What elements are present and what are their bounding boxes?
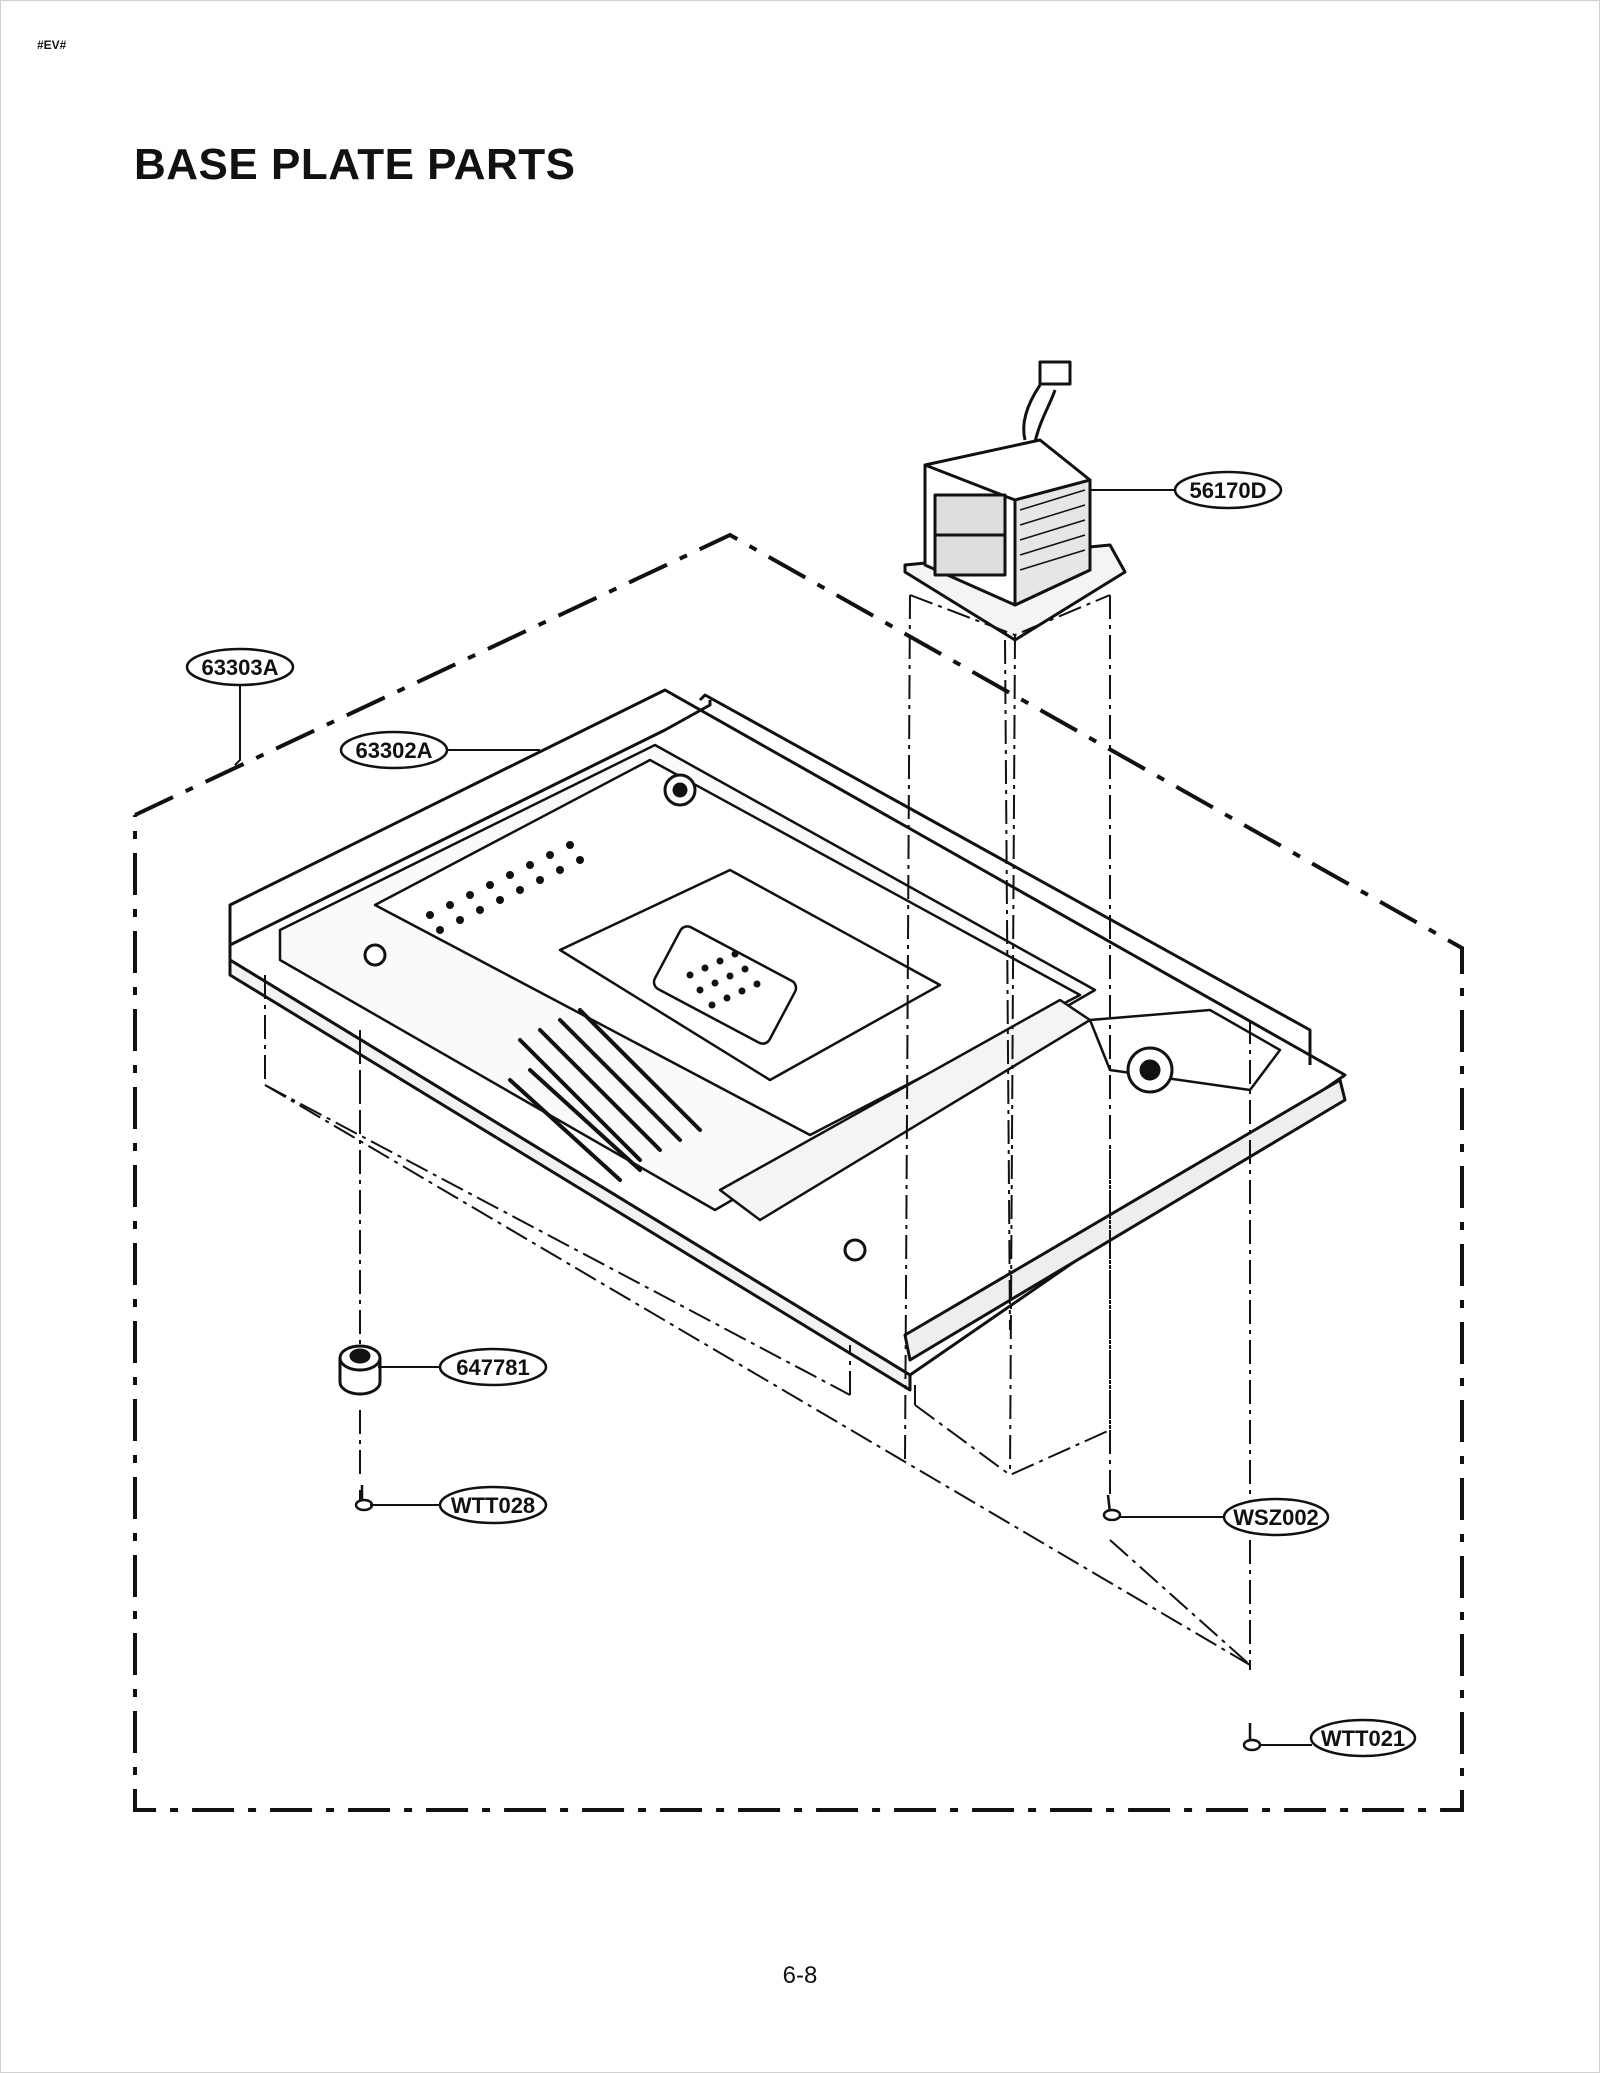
page-title: BASE PLATE PARTS bbox=[134, 140, 576, 189]
callout-63303a: 63303A bbox=[185, 647, 295, 687]
assembly-boundary bbox=[133, 532, 1464, 1812]
vent-holes bbox=[426, 841, 761, 1009]
screw-wsz002-drawing bbox=[1102, 1494, 1122, 1522]
callout-label: 56170D bbox=[1189, 478, 1266, 503]
callout-label: WTT021 bbox=[1321, 1726, 1405, 1751]
screw-wtt028-drawing bbox=[354, 1485, 374, 1512]
callout-56170d: 56170D bbox=[1173, 470, 1283, 510]
callout-wtt021: WTT021 bbox=[1309, 1718, 1417, 1758]
callout-label: 63303A bbox=[201, 655, 278, 680]
callout-wtt028: WTT028 bbox=[438, 1485, 548, 1525]
transformer-drawing bbox=[903, 360, 1127, 642]
side-louvers bbox=[508, 1008, 702, 1182]
callout-647781: 647781 bbox=[438, 1347, 548, 1387]
callout-label: 63302A bbox=[355, 738, 432, 763]
foot-drawing bbox=[338, 1344, 382, 1396]
callout-label: 647781 bbox=[456, 1355, 529, 1380]
callout-label: WTT028 bbox=[451, 1493, 535, 1518]
callout-63302a: 63302A bbox=[339, 730, 449, 770]
page-number: 6-8 bbox=[782, 1962, 818, 1989]
plate-projection bbox=[264, 975, 1251, 1670]
base-plate-drawing bbox=[228, 688, 1347, 1392]
callout-label: WSZ002 bbox=[1233, 1505, 1319, 1530]
leader-lines bbox=[234, 489, 1312, 1746]
callout-wsz002: WSZ002 bbox=[1222, 1497, 1330, 1537]
document-code: #EV# bbox=[37, 38, 67, 52]
screw-wtt021-drawing bbox=[1242, 1723, 1262, 1752]
